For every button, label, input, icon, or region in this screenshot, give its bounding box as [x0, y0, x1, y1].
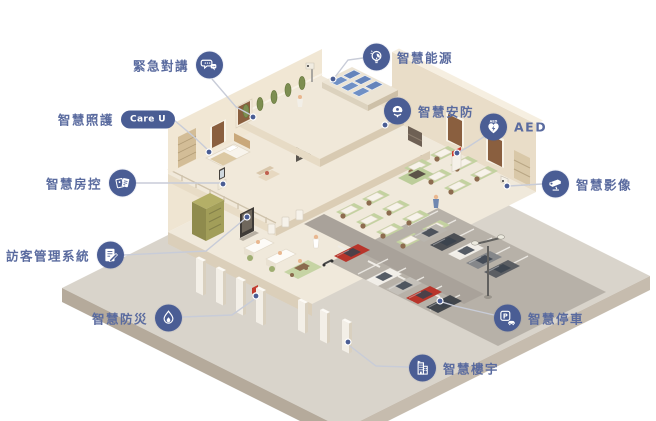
flame-icon [155, 304, 182, 332]
callout-label: 智慧停車 [528, 311, 585, 327]
callout-emergency-intercom: 緊急對講 [132, 51, 223, 79]
motorcycle [322, 259, 334, 267]
green-feature-wall [192, 193, 224, 241]
bulb-leaf-icon [363, 43, 390, 71]
meeting-area [398, 167, 434, 185]
balcony-railing [167, 168, 277, 224]
rooftop-hedges [242, 76, 306, 118]
building-icon [409, 354, 436, 382]
callout-label: 智慧樓宇 [443, 361, 500, 377]
svg-text:P: P [503, 312, 508, 320]
callout-label: 智慧防災 [91, 311, 148, 327]
office-person [433, 194, 439, 208]
dome-camera-icon [384, 97, 411, 125]
care-u-badge: Care U [120, 110, 175, 128]
callout-label: 智慧影像 [576, 177, 633, 193]
callout-label: 智慧能源 [397, 50, 454, 66]
turnstile-gates [267, 209, 304, 235]
callout-label: 智慧照護 [57, 112, 114, 128]
callout-label: 訪客管理系統 [5, 248, 90, 264]
callout-smart-parking: P 智慧停車 [494, 304, 585, 332]
bedroom [177, 119, 280, 191]
svg-text:AED: AED [490, 120, 498, 124]
roof-cctv-pole [305, 62, 315, 82]
chat-bubbles-icon [196, 51, 223, 79]
anchor-dots [205, 75, 511, 346]
sofa [256, 166, 280, 181]
callout-smart-energy: 智慧能源 [363, 43, 454, 71]
callout-smart-video: 智慧影像 [542, 170, 633, 198]
solar-panel-array [322, 67, 398, 111]
callout-label: 智慧房控 [45, 176, 102, 192]
callout-label: 緊急對講 [132, 58, 189, 74]
parked-cars [322, 223, 521, 314]
reception-desks [243, 237, 297, 272]
roof-person [297, 95, 303, 107]
callout-aed: AED AED [480, 113, 548, 141]
office-back-wall [392, 48, 543, 192]
callout-label: AED [514, 119, 548, 135]
guest-table [284, 259, 322, 279]
callout-smart-fire: 智慧防災 [91, 304, 182, 332]
document-pen-icon [97, 241, 124, 269]
road-dashes [337, 245, 441, 298]
leader-lines [123, 57, 543, 368]
street-lamp [471, 234, 505, 299]
callout-visitor-management: 訪客管理系統 [5, 241, 124, 269]
parking-icon: P [494, 304, 521, 332]
bed [205, 133, 251, 167]
callout-smart-room-control: 智慧房控 [45, 169, 136, 197]
room-cards-icon [109, 169, 136, 197]
roof [235, 62, 404, 167]
heart-defib-icon: AED [480, 113, 507, 141]
callout-smart-building: 智慧樓宇 [409, 354, 500, 382]
callout-smart-security: 智慧安防 [384, 97, 475, 125]
callout-smart-care: 智慧照護 Care U [58, 110, 175, 129]
callout-label: 智慧安防 [418, 104, 475, 120]
lobby-person [312, 234, 320, 249]
cctv-camera-icon [542, 170, 569, 198]
